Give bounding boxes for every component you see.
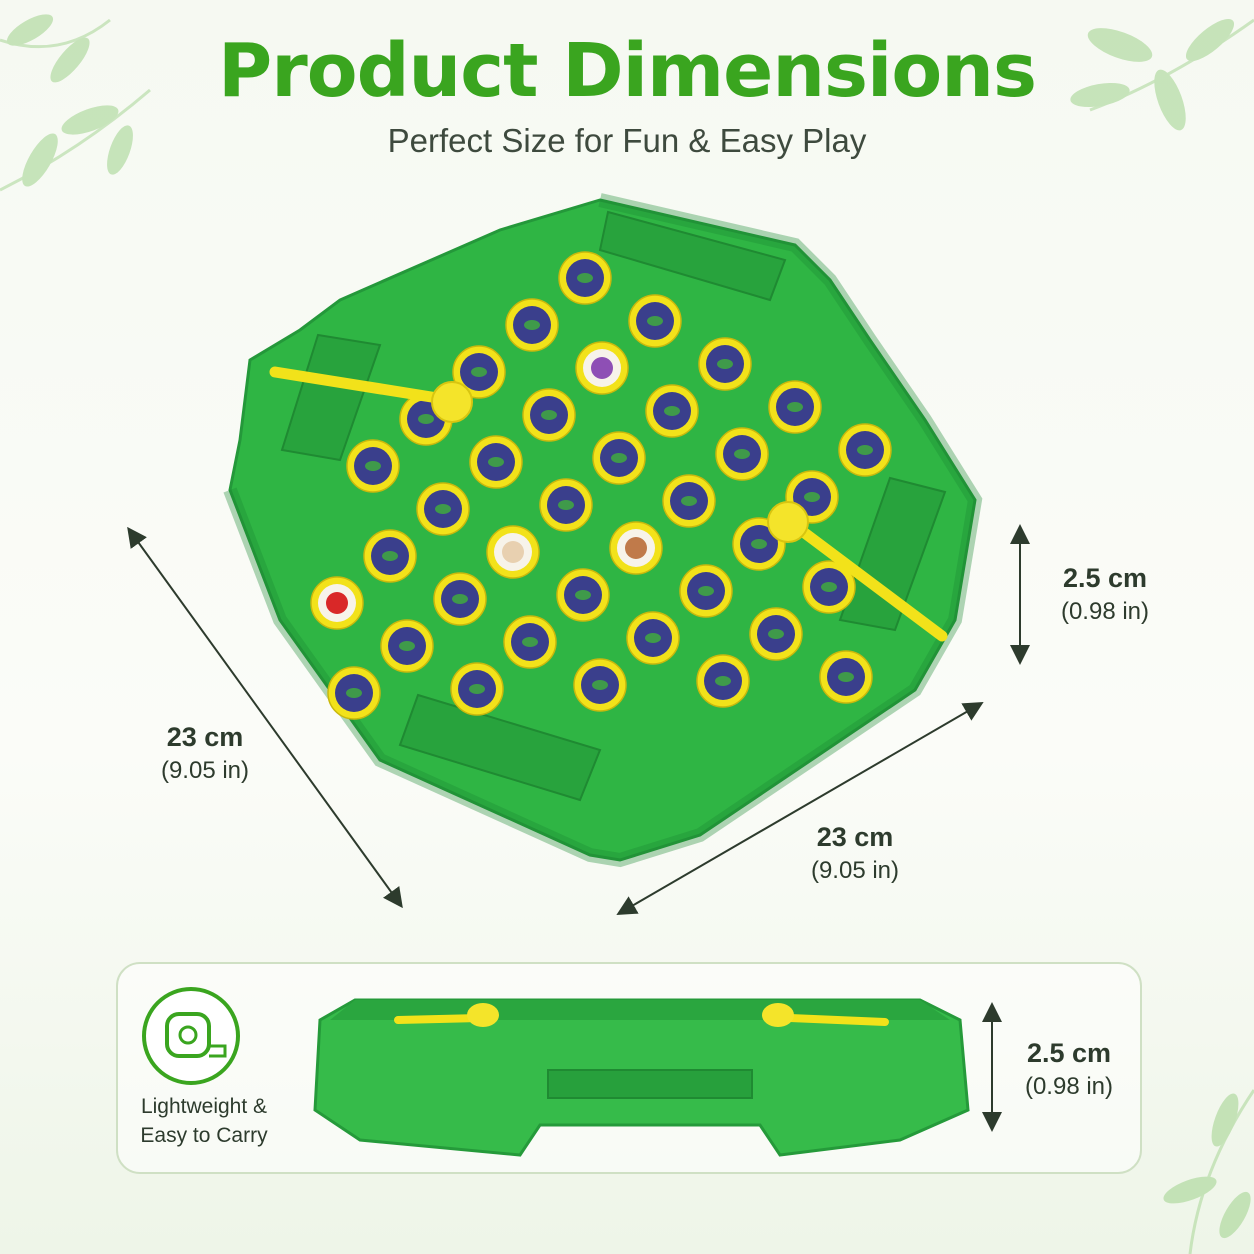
tray-left <box>280 333 382 462</box>
tile-leaf-mark <box>751 539 767 549</box>
tile-grid <box>310 251 892 720</box>
tile-picture-icon <box>502 541 524 563</box>
tile-leaf-mark <box>469 684 485 694</box>
page-subtitle: Perfect Size for Fun & Easy Play <box>387 122 867 159</box>
board-body <box>228 198 977 862</box>
tile-leaf-mark <box>524 320 540 330</box>
tile-leaf-mark <box>522 637 538 647</box>
dimension-arrow-left <box>127 526 403 909</box>
tile-leaf-mark <box>787 402 803 412</box>
tile-leaf-mark <box>804 492 820 502</box>
tile-picture-icon <box>591 357 613 379</box>
yellow-peg-right <box>767 501 948 642</box>
yellow-peg-left <box>269 366 473 423</box>
tape-measure-icon <box>142 987 240 1085</box>
dimension-arrow-bottom <box>616 701 984 916</box>
tile-leaf-mark <box>698 586 714 596</box>
feature-line-2: Easy to Carry <box>140 1124 268 1147</box>
feature-line-1: Lightweight & <box>140 1095 268 1118</box>
tile-leaf-mark <box>575 590 591 600</box>
tray-bottom <box>398 693 602 802</box>
tile-leaf-mark <box>399 641 415 651</box>
dimension-label-height: 2.5 cm (0.98 in) <box>1060 563 1150 625</box>
tile-leaf-mark <box>647 316 663 326</box>
tile-leaf-mark <box>664 406 680 416</box>
tile-leaf-mark <box>838 672 854 682</box>
tile-leaf-mark <box>611 453 627 463</box>
tile-leaf-mark <box>768 629 784 639</box>
tile-leaf-mark <box>734 449 750 459</box>
tile-leaf-mark <box>365 461 381 471</box>
tile-leaf-mark <box>452 594 468 604</box>
dimension-label-left: 23 cm (9.05 in) <box>160 722 250 784</box>
tile-leaf-mark <box>717 359 733 369</box>
dimension-label-bottom: 23 cm (9.05 in) <box>810 822 900 884</box>
tile-picture-icon <box>625 537 647 559</box>
tile-leaf-mark <box>471 367 487 377</box>
tile-leaf-mark <box>541 410 557 420</box>
tile-leaf-mark <box>592 680 608 690</box>
tile-leaf-mark <box>681 496 697 506</box>
tile-leaf-mark <box>418 414 434 424</box>
tray-top <box>598 210 787 302</box>
tile-leaf-mark <box>558 500 574 510</box>
tile-leaf-mark <box>577 273 593 283</box>
tile-leaf-mark <box>435 504 451 514</box>
page-title: Product Dimensions <box>218 28 1037 114</box>
tile-leaf-mark <box>857 445 873 455</box>
dimension-label-side-height: 2.5 cm (0.98 in) <box>1024 1038 1114 1100</box>
feature-caption: Lightweight & Easy to Carry <box>124 1092 284 1150</box>
tile-leaf-mark <box>821 582 837 592</box>
tile-leaf-mark <box>645 633 661 643</box>
tile-leaf-mark <box>488 457 504 467</box>
tile-leaf-mark <box>715 676 731 686</box>
